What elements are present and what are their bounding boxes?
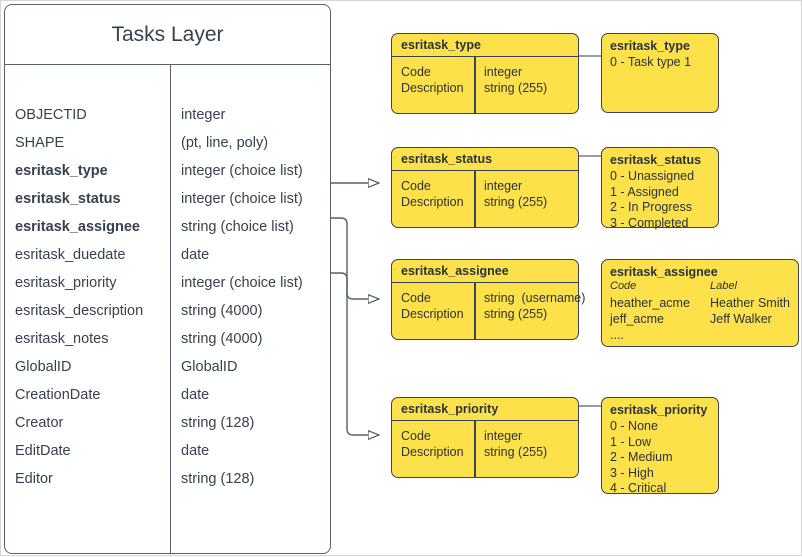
field-type: integer (choice list) xyxy=(181,275,303,291)
value-list-assignee: esritask_assignee Code Label heather_acm… xyxy=(601,259,799,347)
domain-table-priority: esritask_priority Code Description integ… xyxy=(391,397,579,478)
field-name: esritask_status xyxy=(15,191,121,207)
list-item: 0 - None xyxy=(610,419,658,433)
field-type: string (128) xyxy=(181,415,255,431)
domain-table-title: esritask_status xyxy=(392,148,578,171)
domain-table-assignee: esritask_assignee Code Description strin… xyxy=(391,259,585,340)
field-name: Editor xyxy=(15,471,53,487)
table-row: EditDate date xyxy=(5,437,330,465)
domain-field-labels: Code Description xyxy=(401,429,464,459)
field-type: GlobalID xyxy=(181,359,238,375)
field-type: date xyxy=(181,387,210,403)
value-list-items: 0 - Task type 1 xyxy=(610,55,691,71)
field-type: date xyxy=(181,443,210,459)
domain-table-divider xyxy=(474,57,476,113)
list-item: 2 - Medium xyxy=(610,450,673,464)
field-type: integer (choice list) xyxy=(181,163,303,179)
field-type: string (4000) xyxy=(181,303,263,319)
list-item: 0 - Task type 1 xyxy=(610,55,692,69)
connector-assignee xyxy=(331,217,379,299)
table-row: Creator string (128) xyxy=(5,409,330,437)
tasks-layer-entity: Tasks Layer OBJECTID integer SHAPE (pt, … xyxy=(4,4,331,554)
field-name: OBJECTID xyxy=(15,107,87,123)
domain-table-title: esritask_priority xyxy=(392,398,578,421)
list-item: 0 - Unassigned xyxy=(610,169,695,183)
domain-table-title: esritask_assignee xyxy=(392,260,578,283)
field-name: CreationDate xyxy=(15,387,101,403)
table-row: GlobalID GlobalID xyxy=(5,353,330,381)
table-row: Editor string (128) xyxy=(5,465,330,493)
domain-field-labels: Code Description xyxy=(401,65,464,95)
field-name: SHAPE xyxy=(15,135,65,151)
field-type: string (choice list) xyxy=(181,219,294,235)
field-type: integer xyxy=(181,107,226,123)
column-divider xyxy=(170,65,171,553)
value-list-priority: esritask_priority 0 - None 1 - Low 2 - M… xyxy=(601,397,719,497)
domain-field-types: integer string (255) xyxy=(484,429,548,459)
list-item: 4 - Critical xyxy=(610,481,667,495)
table-row: esritask_type integer (choice list) xyxy=(5,157,330,185)
table-row: esritask_duedate date xyxy=(5,241,330,269)
value-list-status: esritask_status 0 - Unassigned 1 - Assig… xyxy=(601,147,719,231)
tasks-layer-fields: OBJECTID integer SHAPE (pt, line, poly) … xyxy=(5,65,330,553)
field-name: GlobalID xyxy=(15,359,72,375)
page-title: Tasks Layer xyxy=(5,5,330,65)
domain-table-type: esritask_type Code Description integer s… xyxy=(391,33,579,114)
field-name: esritask_description xyxy=(15,303,144,319)
field-name: esritask_notes xyxy=(15,331,109,347)
list-item: Jeff Walker xyxy=(710,312,772,326)
field-type: string (4000) xyxy=(181,331,263,347)
list-item: 1 - Low xyxy=(610,434,651,449)
domain-field-types: string (username) string (255) xyxy=(484,291,586,321)
value-list-codes: heather_acme jeff_acme .... xyxy=(610,295,690,343)
value-list-items: 0 - None 1 - Low 2 - Medium 3 - High 4 -… xyxy=(610,419,673,497)
list-item: Heather Smith xyxy=(710,296,790,310)
value-list-label-header: Label xyxy=(710,280,737,292)
table-row: SHAPE (pt, line, poly) xyxy=(5,129,330,157)
list-item: 3 - High xyxy=(610,465,654,480)
domain-field-labels: Code Description xyxy=(401,179,464,209)
value-list-title: esritask_priority xyxy=(610,403,708,417)
field-name: esritask_priority xyxy=(15,275,117,291)
value-list-code-header: Code xyxy=(610,280,637,292)
domain-table-divider xyxy=(474,421,476,477)
domain-field-types: integer string (255) xyxy=(484,65,548,95)
domain-table-title: esritask_type xyxy=(392,34,578,57)
list-item: 2 - In Progress xyxy=(610,200,692,214)
value-list-type: esritask_type 0 - Task type 1 xyxy=(601,33,719,113)
table-row: esritask_assignee string (choice list) xyxy=(5,213,330,241)
value-list-title: esritask_status xyxy=(610,153,702,167)
field-type: date xyxy=(181,247,210,263)
list-item: 1 - Assigned xyxy=(610,184,679,199)
field-type: integer (choice list) xyxy=(181,191,303,207)
field-name: Creator xyxy=(15,415,64,431)
table-row: OBJECTID integer xyxy=(5,101,330,129)
value-list-items: 0 - Unassigned 1 - Assigned 2 - In Progr… xyxy=(610,169,694,231)
field-name: esritask_duedate xyxy=(15,247,126,263)
field-name: EditDate xyxy=(15,443,71,459)
domain-table-divider xyxy=(474,283,476,339)
domain-table-divider xyxy=(474,171,476,227)
table-row: esritask_notes string (4000) xyxy=(5,325,330,353)
domain-field-labels: Code Description xyxy=(401,291,464,321)
table-row: esritask_description string (4000) xyxy=(5,297,330,325)
value-list-title: esritask_assignee xyxy=(610,265,718,279)
field-type: string (128) xyxy=(181,471,255,487)
connector-priority xyxy=(331,272,379,435)
value-list-labels: Heather Smith Jeff Walker xyxy=(710,295,790,327)
field-type: (pt, line, poly) xyxy=(181,135,269,151)
list-item: jeff_acme xyxy=(610,312,664,326)
domain-field-types: integer string (255) xyxy=(484,179,548,209)
table-row: CreationDate date xyxy=(5,381,330,409)
field-name: esritask_type xyxy=(15,163,108,179)
field-name: esritask_assignee xyxy=(15,219,140,235)
table-row: esritask_status integer (choice list) xyxy=(5,185,330,213)
table-row: esritask_priority integer (choice list) xyxy=(5,269,330,297)
value-list-title: esritask_type xyxy=(610,39,690,53)
list-item: heather_acme xyxy=(610,296,690,310)
list-item: 3 - Completed xyxy=(610,215,689,230)
list-item: .... xyxy=(610,328,624,342)
domain-table-status: esritask_status Code Description integer… xyxy=(391,147,579,228)
